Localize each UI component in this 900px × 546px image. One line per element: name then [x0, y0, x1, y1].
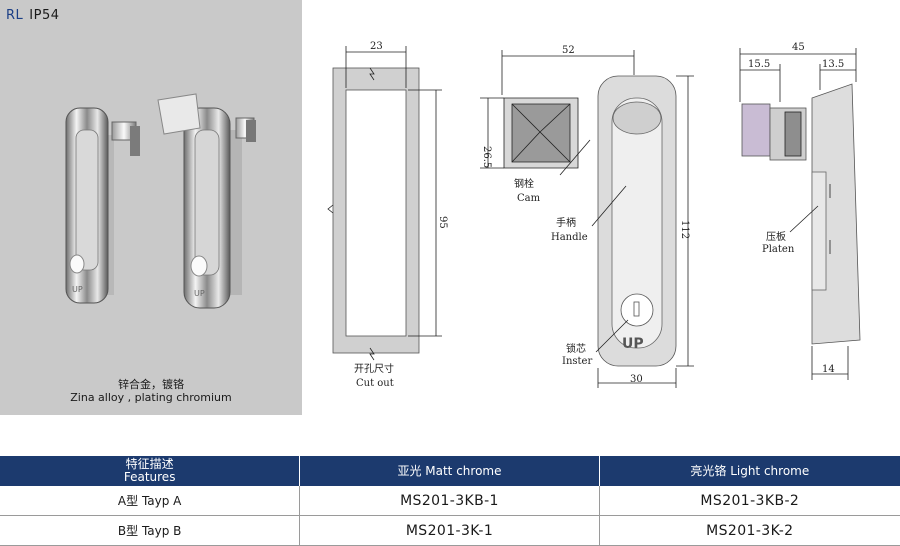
material-en: Zina alloy , plating chromium [70, 391, 232, 404]
front-width-top-dim: 52 [562, 45, 575, 56]
header-light-chrome: 亮光铬 Light chrome [599, 456, 900, 486]
product-photo: UP UP [65, 93, 256, 309]
handle-label-en: Handle [551, 232, 588, 243]
side-width-right-dim: 13.5 [822, 59, 844, 70]
row-matt-model: MS201-3K-1 [299, 515, 600, 546]
front-height-right-dim: 112 [679, 220, 690, 239]
table-row: A型 Tayp A MS201-3KB-1 MS201-3KB-2 [0, 486, 900, 516]
insert-label-cn: 锁芯 [566, 342, 586, 355]
platen-label-cn: 压板 [766, 230, 786, 243]
cutout-label-cn: 开孔尺寸 [354, 362, 394, 375]
side-width-left-dim: 15.5 [748, 59, 770, 70]
spec-table: 特征描述 Features 亚光 Matt chrome 亮光铬 Light c… [0, 456, 900, 546]
cutout-label-en: Cut out [356, 378, 394, 389]
row-type: B型 Tayp B [0, 515, 301, 546]
header-features-en: Features [123, 470, 176, 484]
row-light-model: MS201-3KB-2 [599, 486, 900, 516]
row-type: A型 Tayp A [0, 486, 301, 516]
cam-label-en: Cam [517, 193, 541, 204]
front-height-left-dim: 26.5 [481, 146, 492, 168]
ip-rating: IP54 [29, 8, 60, 23]
handle-label-cn: 手柄 [556, 216, 576, 229]
lock-type-b-photo: UP [157, 93, 256, 309]
svg-text:UP: UP [72, 285, 83, 294]
row-matt-model: MS201-3KB-1 [299, 486, 600, 516]
product-photo-panel: RL IP54 UP [0, 0, 302, 415]
front-view-drawing [480, 50, 694, 388]
lock-type-a-photo: UP [65, 107, 140, 304]
up-emboss: UP [622, 336, 644, 352]
header-features: 特征描述 Features [0, 456, 301, 486]
side-width-bottom-dim: 14 [822, 364, 835, 375]
insert-label-en: Inster [562, 356, 592, 367]
table-row: B型 Tayp B MS201-3K-1 MS201-3K-2 [0, 515, 900, 546]
technical-drawing: 23 95 开孔尺寸 Cut out 52 26.5 112 30 UP 钢栓 … [327, 41, 861, 389]
cutout-width-dim: 23 [370, 41, 383, 52]
side-width-total-dim: 45 [792, 42, 805, 53]
table-header-row: 特征描述 Features 亚光 Matt chrome 亮光铬 Light c… [0, 456, 900, 486]
cam-label-cn: 钢栓 [514, 177, 534, 190]
series-title: RL IP54 [6, 8, 60, 23]
cutout-drawing [327, 46, 442, 361]
front-width-bottom-dim: 30 [630, 374, 643, 385]
header-matt-chrome: 亚光 Matt chrome [299, 456, 600, 486]
side-view-drawing [739, 48, 861, 380]
svg-text:UP: UP [194, 289, 205, 298]
cutout-height-dim: 95 [437, 216, 448, 229]
series-code: RL [6, 8, 24, 23]
platen-label-en: Platen [762, 244, 795, 255]
material-cn: 锌合金，镀铬 [118, 378, 184, 391]
row-light-model: MS201-3K-2 [599, 515, 900, 546]
header-features-cn: 特征描述 [125, 457, 174, 471]
